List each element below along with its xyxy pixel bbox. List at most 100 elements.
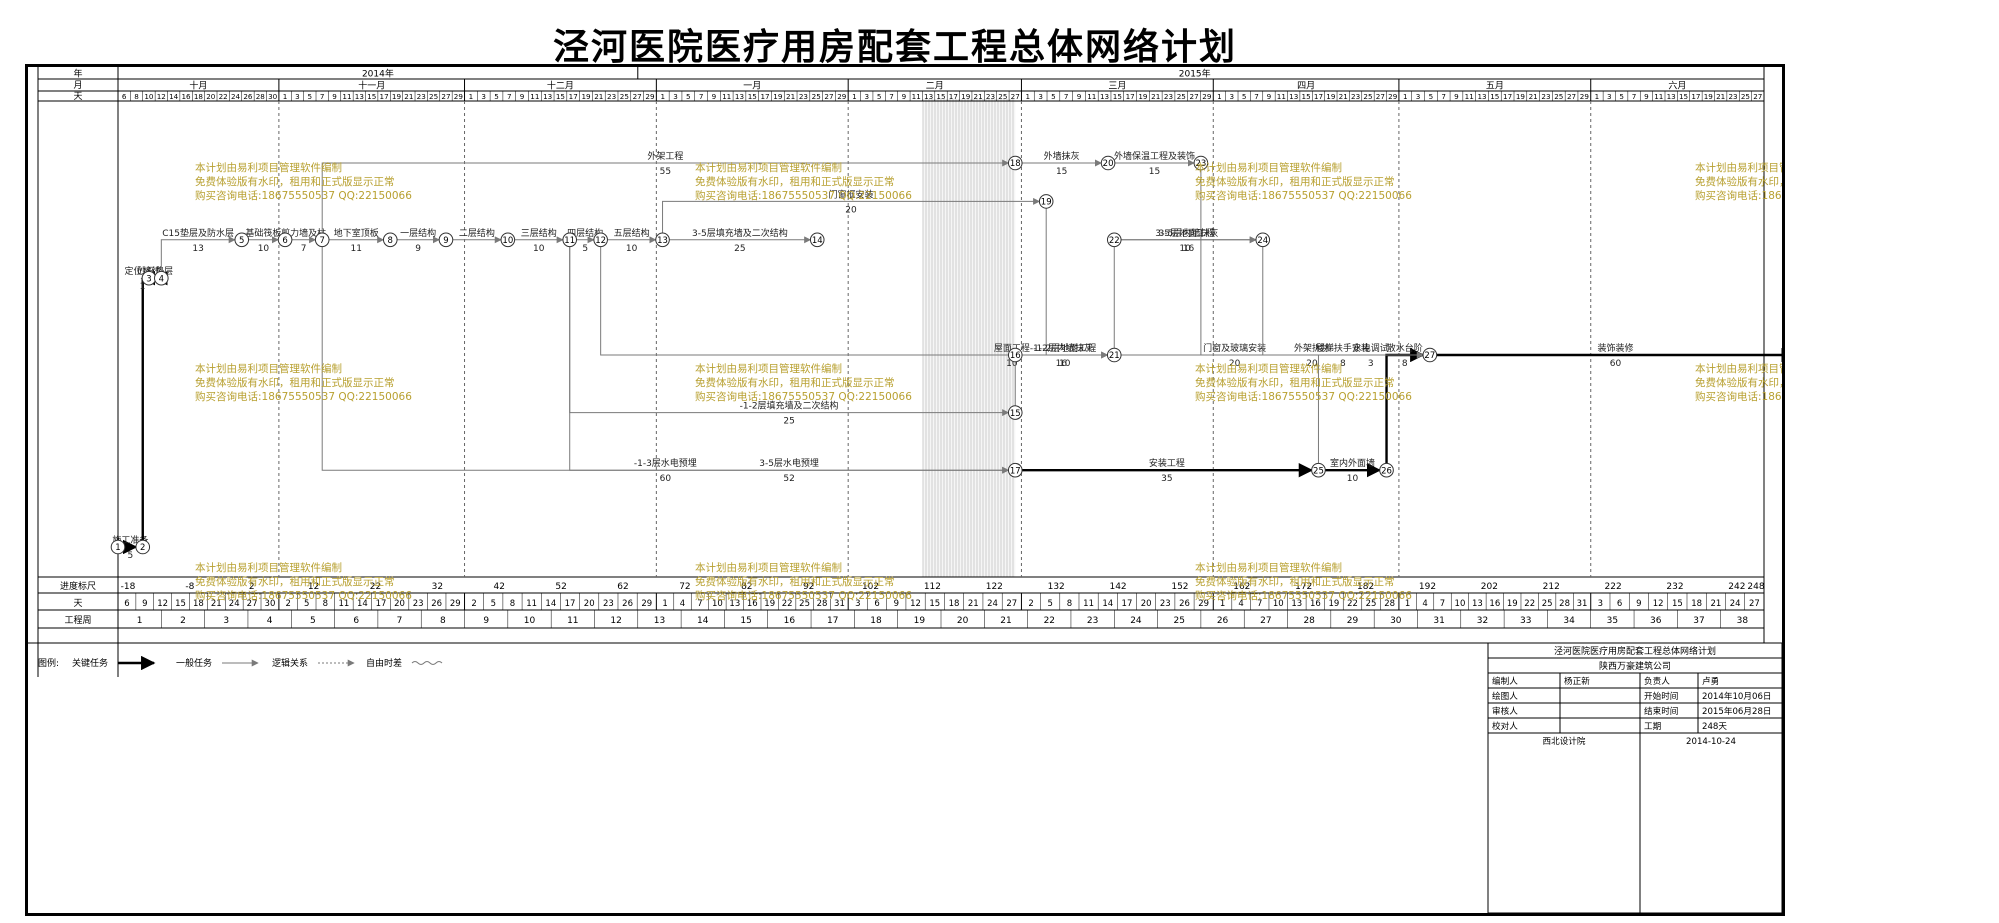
footer-day-label: 2: [471, 599, 476, 609]
watermark-line: 免费体验版有水印，租用和正式版显示正常: [695, 575, 895, 588]
day-tick-label: 17: [1126, 92, 1135, 101]
week-label: 10: [524, 616, 536, 626]
chart-background: [922, 99, 1016, 577]
week-label: 31: [1433, 616, 1444, 626]
month-label: 十一月: [358, 80, 385, 92]
day-tick-label: 15: [936, 92, 945, 101]
day-tick-label: 21: [786, 92, 795, 101]
progress-tick-label: 52: [555, 582, 566, 592]
watermark-layer: 本计划由易利项目管理软件编制免费体验版有水印，租用和正式版显示正常购买咨询电话:…: [195, 161, 1782, 602]
activity-label: 二层结构: [459, 227, 495, 239]
day-tick-label: 9: [520, 92, 525, 101]
footer-day-label: 17: [376, 599, 387, 609]
footer-day-label: 2: [1028, 599, 1033, 609]
day-tick-label: 19: [961, 92, 971, 101]
event-node-circle: [1106, 232, 1122, 248]
event-node-label: 15: [1010, 409, 1021, 419]
legend-float-label: 自由时差: [366, 657, 402, 669]
progress-tick-label: 222: [1605, 582, 1622, 592]
row-label-month: 月: [73, 80, 82, 91]
activity-label: -1-2层填充墙及二次结构: [740, 400, 839, 412]
watermark-line: 免费体验版有水印，租用和正式版显示正常: [1195, 575, 1395, 588]
footer-day-label: 4: [1422, 599, 1427, 609]
footer-day-label: 10: [712, 599, 723, 609]
title-block-cell: 负责人: [1644, 675, 1670, 687]
day-tick-label: 14: [169, 92, 179, 101]
event-node-circle: [1007, 462, 1023, 478]
activity-duration: 10: [533, 244, 545, 254]
activity-arrow: [160, 236, 236, 272]
activity-arrow: [1113, 236, 1257, 349]
progress-tick-label: -18: [121, 582, 136, 592]
footer-day-label: 19: [764, 599, 775, 609]
footer-day-label: 7: [697, 599, 702, 609]
day-tick-label: 1: [660, 92, 665, 101]
day-tick-label: 7: [1632, 92, 1637, 101]
activity-label: 外墙抹灰: [1044, 150, 1080, 162]
activity-duration: 16: [1183, 244, 1195, 254]
event-node-label: 7: [319, 236, 324, 246]
day-tick-label: 23: [1541, 92, 1550, 101]
footer-day-label: 5: [1048, 599, 1053, 609]
footer-day-label: 31: [1577, 599, 1588, 609]
progress-tick-label: 162: [1233, 582, 1250, 592]
progress-tick-label: 102: [862, 582, 879, 592]
activity-duration: 20: [845, 205, 857, 215]
day-tick-label: 9: [1267, 92, 1272, 101]
row-label-week: 工程周: [64, 615, 91, 626]
footer-day-label: 18: [1691, 599, 1702, 609]
event-node-label: 10: [502, 236, 513, 246]
footer-day-label: 10: [1455, 599, 1466, 609]
activity-label: 楼梯扶手安装: [1316, 342, 1370, 354]
event-node-circle: [154, 270, 169, 286]
day-tick-label: 13: [543, 92, 552, 101]
footer-day-label: 23: [1160, 599, 1171, 609]
event-node-circle: [593, 232, 608, 248]
event-node-circle: [1311, 462, 1326, 478]
week-label: 16: [784, 616, 796, 626]
legend-float-swatch: [411, 661, 443, 665]
day-tick-label: 13: [355, 92, 364, 101]
footer-day-label: 23: [603, 599, 614, 609]
progress-tick-label: 122: [986, 582, 1003, 592]
activity-arrow: [662, 197, 1041, 233]
watermark-line: 本计划由易利项目管理软件编制: [695, 362, 842, 375]
progress-tick-label: 192: [1419, 582, 1436, 592]
footer-day-label: 29: [450, 599, 461, 609]
footer-day-label: 15: [175, 599, 186, 609]
progress-tick-label: 142: [1109, 582, 1126, 592]
progress-tick-label: 242: [1728, 582, 1745, 592]
watermark-line: 免费体验版有水印，租用和正式版显示正常: [695, 175, 895, 188]
progress-tick-label: 82: [741, 582, 752, 592]
event-node-label: 17: [1010, 466, 1021, 476]
footer-day-label: 12: [910, 599, 921, 609]
activity-duration: 5: [582, 244, 588, 254]
footer-day-label: 1: [1405, 599, 1410, 609]
activity-duration: 10: [1059, 359, 1071, 369]
activity-duration: 25: [734, 244, 745, 254]
day-tick-label: 5: [494, 92, 499, 101]
activity-duration: 10: [258, 244, 270, 254]
day-tick-label: 17: [380, 92, 389, 101]
activity-duration: 3: [1368, 359, 1374, 369]
day-tick-label: 3: [295, 92, 300, 101]
event-node-circle: [500, 232, 516, 248]
title-block-cell: 绘图人: [1492, 690, 1518, 702]
event-node-label: 8: [388, 236, 393, 246]
row-label-day: 天: [73, 599, 82, 609]
activity-arrows: 施工准备5定位放线1砂石垫层C15垫层及防水层13基础筏板10剪力墙及柱7地下室…: [112, 150, 1782, 561]
week-label: 13: [654, 616, 665, 626]
footer-day-label: 4: [680, 599, 685, 609]
day-tick-label: 9: [712, 92, 717, 101]
activity-label: 三层结构: [521, 227, 557, 239]
event-node-circle: [1422, 347, 1438, 363]
day-tick-label: 24: [231, 92, 241, 101]
activity-duration: 35: [1161, 474, 1172, 484]
day-tick-label: 1: [1026, 92, 1031, 101]
day-tick-label: 25: [1554, 92, 1563, 101]
event-node-label: 14: [812, 236, 823, 246]
watermark-line: 免费体验版有水印，租用和正式版显示正常: [1695, 376, 1782, 389]
event-node-label: 20: [1103, 159, 1114, 169]
week-label: 32: [1477, 616, 1488, 626]
